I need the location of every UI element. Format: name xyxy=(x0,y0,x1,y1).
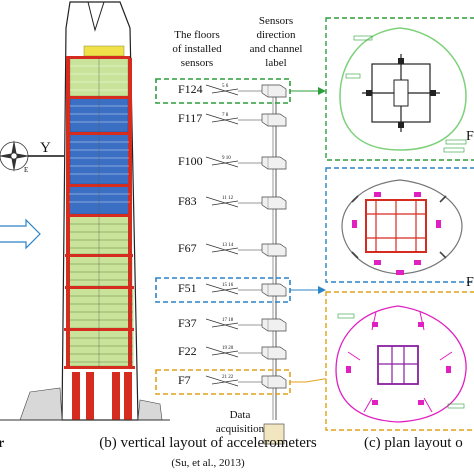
channel-label: 15 16 xyxy=(222,283,234,288)
sensor-direction-arrow-icon xyxy=(205,243,239,255)
floor-label: F51 xyxy=(178,281,197,295)
floor-label: F37 xyxy=(178,316,197,330)
floor-label: F67 xyxy=(178,241,197,255)
column-header-sensors: Sensors direction and channel label xyxy=(250,15,303,69)
sensor-direction-arrow-icon xyxy=(205,318,239,330)
connector-f7 xyxy=(290,377,331,383)
sensor-direction-arrow-icon xyxy=(211,379,239,385)
floor-label: F124 xyxy=(178,82,203,96)
connector-f124-arrow-icon xyxy=(318,87,326,95)
floor-row-f37: F37 17 18 xyxy=(178,316,287,332)
sensor-box-icon xyxy=(261,196,287,210)
caption-left-fragment: r xyxy=(0,436,4,451)
column-header-floors: The floors of installed sensors xyxy=(172,29,222,69)
sensor-direction-arrow-icon xyxy=(211,160,239,166)
tower-elevation xyxy=(0,1,170,421)
hollow-arrow-icon xyxy=(0,218,41,250)
sensor-box-icon xyxy=(261,156,287,170)
plan-panel-f51-edge-label: F xyxy=(466,275,474,290)
data-acquisition: Data acquisition xyxy=(216,409,285,445)
sensor-direction-arrow-icon xyxy=(205,283,239,295)
sensor-direction-arrow-icon xyxy=(205,84,239,96)
sensor-direction-arrow-icon xyxy=(211,200,239,206)
plan-panel-f124-edge-label: F xyxy=(466,129,474,144)
sensor-direction-arrow-icon xyxy=(211,287,239,293)
floor-row-f67: F67 13 14 xyxy=(178,241,287,257)
plan-panel-f51 xyxy=(325,167,474,283)
header-sensors-line1: Sensors xyxy=(259,15,293,27)
sensor-box-icon xyxy=(261,84,287,98)
channel-label: 19 20 xyxy=(222,346,234,351)
sensor-direction-arrow-icon xyxy=(205,196,239,208)
caption-citation: (Su, et al., 2013) xyxy=(171,457,245,469)
floor-row-f100: F100 9 10 xyxy=(178,154,287,170)
y-axis-label: Y xyxy=(40,140,51,156)
floor-row-f51: F51 15 16 xyxy=(155,277,291,303)
data-acquisition-icon xyxy=(263,423,285,445)
header-floors-line2: of installed xyxy=(172,43,222,55)
compass-icon xyxy=(0,140,30,172)
channel-label: 21 22 xyxy=(222,375,234,380)
sensor-direction-arrow-icon xyxy=(211,247,239,253)
channel-label: 5 6 xyxy=(222,84,229,89)
sensor-box-icon xyxy=(261,375,287,389)
floor-label: F7 xyxy=(178,373,191,387)
header-floors-line1: The floors xyxy=(174,29,220,41)
connector-f51-arrow-icon xyxy=(318,286,326,294)
floor-row-f83: F83 11 12 xyxy=(178,194,287,210)
channel-label: 17 18 xyxy=(222,318,234,323)
floor-rows: F124 5 6 F117 7 8 F100 9 10 F83 11 12 F67 13 14 F5… xyxy=(155,78,291,395)
sensor-direction-arrow-icon xyxy=(205,346,239,358)
sensor-direction-arrow-icon xyxy=(205,156,239,168)
floor-row-f117: F117 7 8 xyxy=(178,111,287,127)
floor-label: F100 xyxy=(178,154,203,168)
sensor-box-icon xyxy=(261,113,287,127)
sensor-box-icon xyxy=(261,243,287,257)
header-sensors-line2: direction xyxy=(256,29,296,41)
plan-panel-f7 xyxy=(325,291,474,431)
floor-row-f7: F7 21 22 xyxy=(155,369,291,395)
floor-row-f124: F124 5 6 xyxy=(155,78,291,104)
channel-label: 13 14 xyxy=(222,243,234,248)
data-acquisition-line2: acquisition xyxy=(216,423,265,435)
sensor-direction-arrow-icon xyxy=(205,375,239,387)
sensor-direction-arrow-icon xyxy=(211,88,239,94)
floor-label: F117 xyxy=(178,111,202,125)
sensor-box-icon xyxy=(261,318,287,332)
header-sensors-line3: and channel xyxy=(250,43,303,55)
channel-label: 7 8 xyxy=(222,113,229,118)
caption-plan-layout: (c) plan layout o xyxy=(364,435,463,451)
header-sensors-line4: label xyxy=(265,57,286,69)
sensor-box-icon xyxy=(261,346,287,360)
sensor-box-icon xyxy=(261,283,287,297)
floor-label: F22 xyxy=(178,344,197,358)
plan-panel-f124 xyxy=(325,17,474,161)
compass-east-label: E xyxy=(24,166,28,174)
channel-label: 9 10 xyxy=(222,156,231,161)
caption-vertical-layout: (b) vertical layout of accelerometers xyxy=(99,435,317,451)
sensor-direction-arrow-icon xyxy=(205,113,239,125)
floor-label: F83 xyxy=(178,194,197,208)
data-acquisition-line1: Data xyxy=(230,409,251,421)
floor-row-f22: F22 19 20 xyxy=(178,344,287,360)
sensor-direction-arrow-icon xyxy=(211,117,239,123)
header-floors-line3: sensors xyxy=(181,57,213,69)
sensor-direction-arrow-icon xyxy=(211,350,239,356)
channel-label: 11 12 xyxy=(222,196,234,201)
sensor-direction-arrow-icon xyxy=(211,322,239,328)
